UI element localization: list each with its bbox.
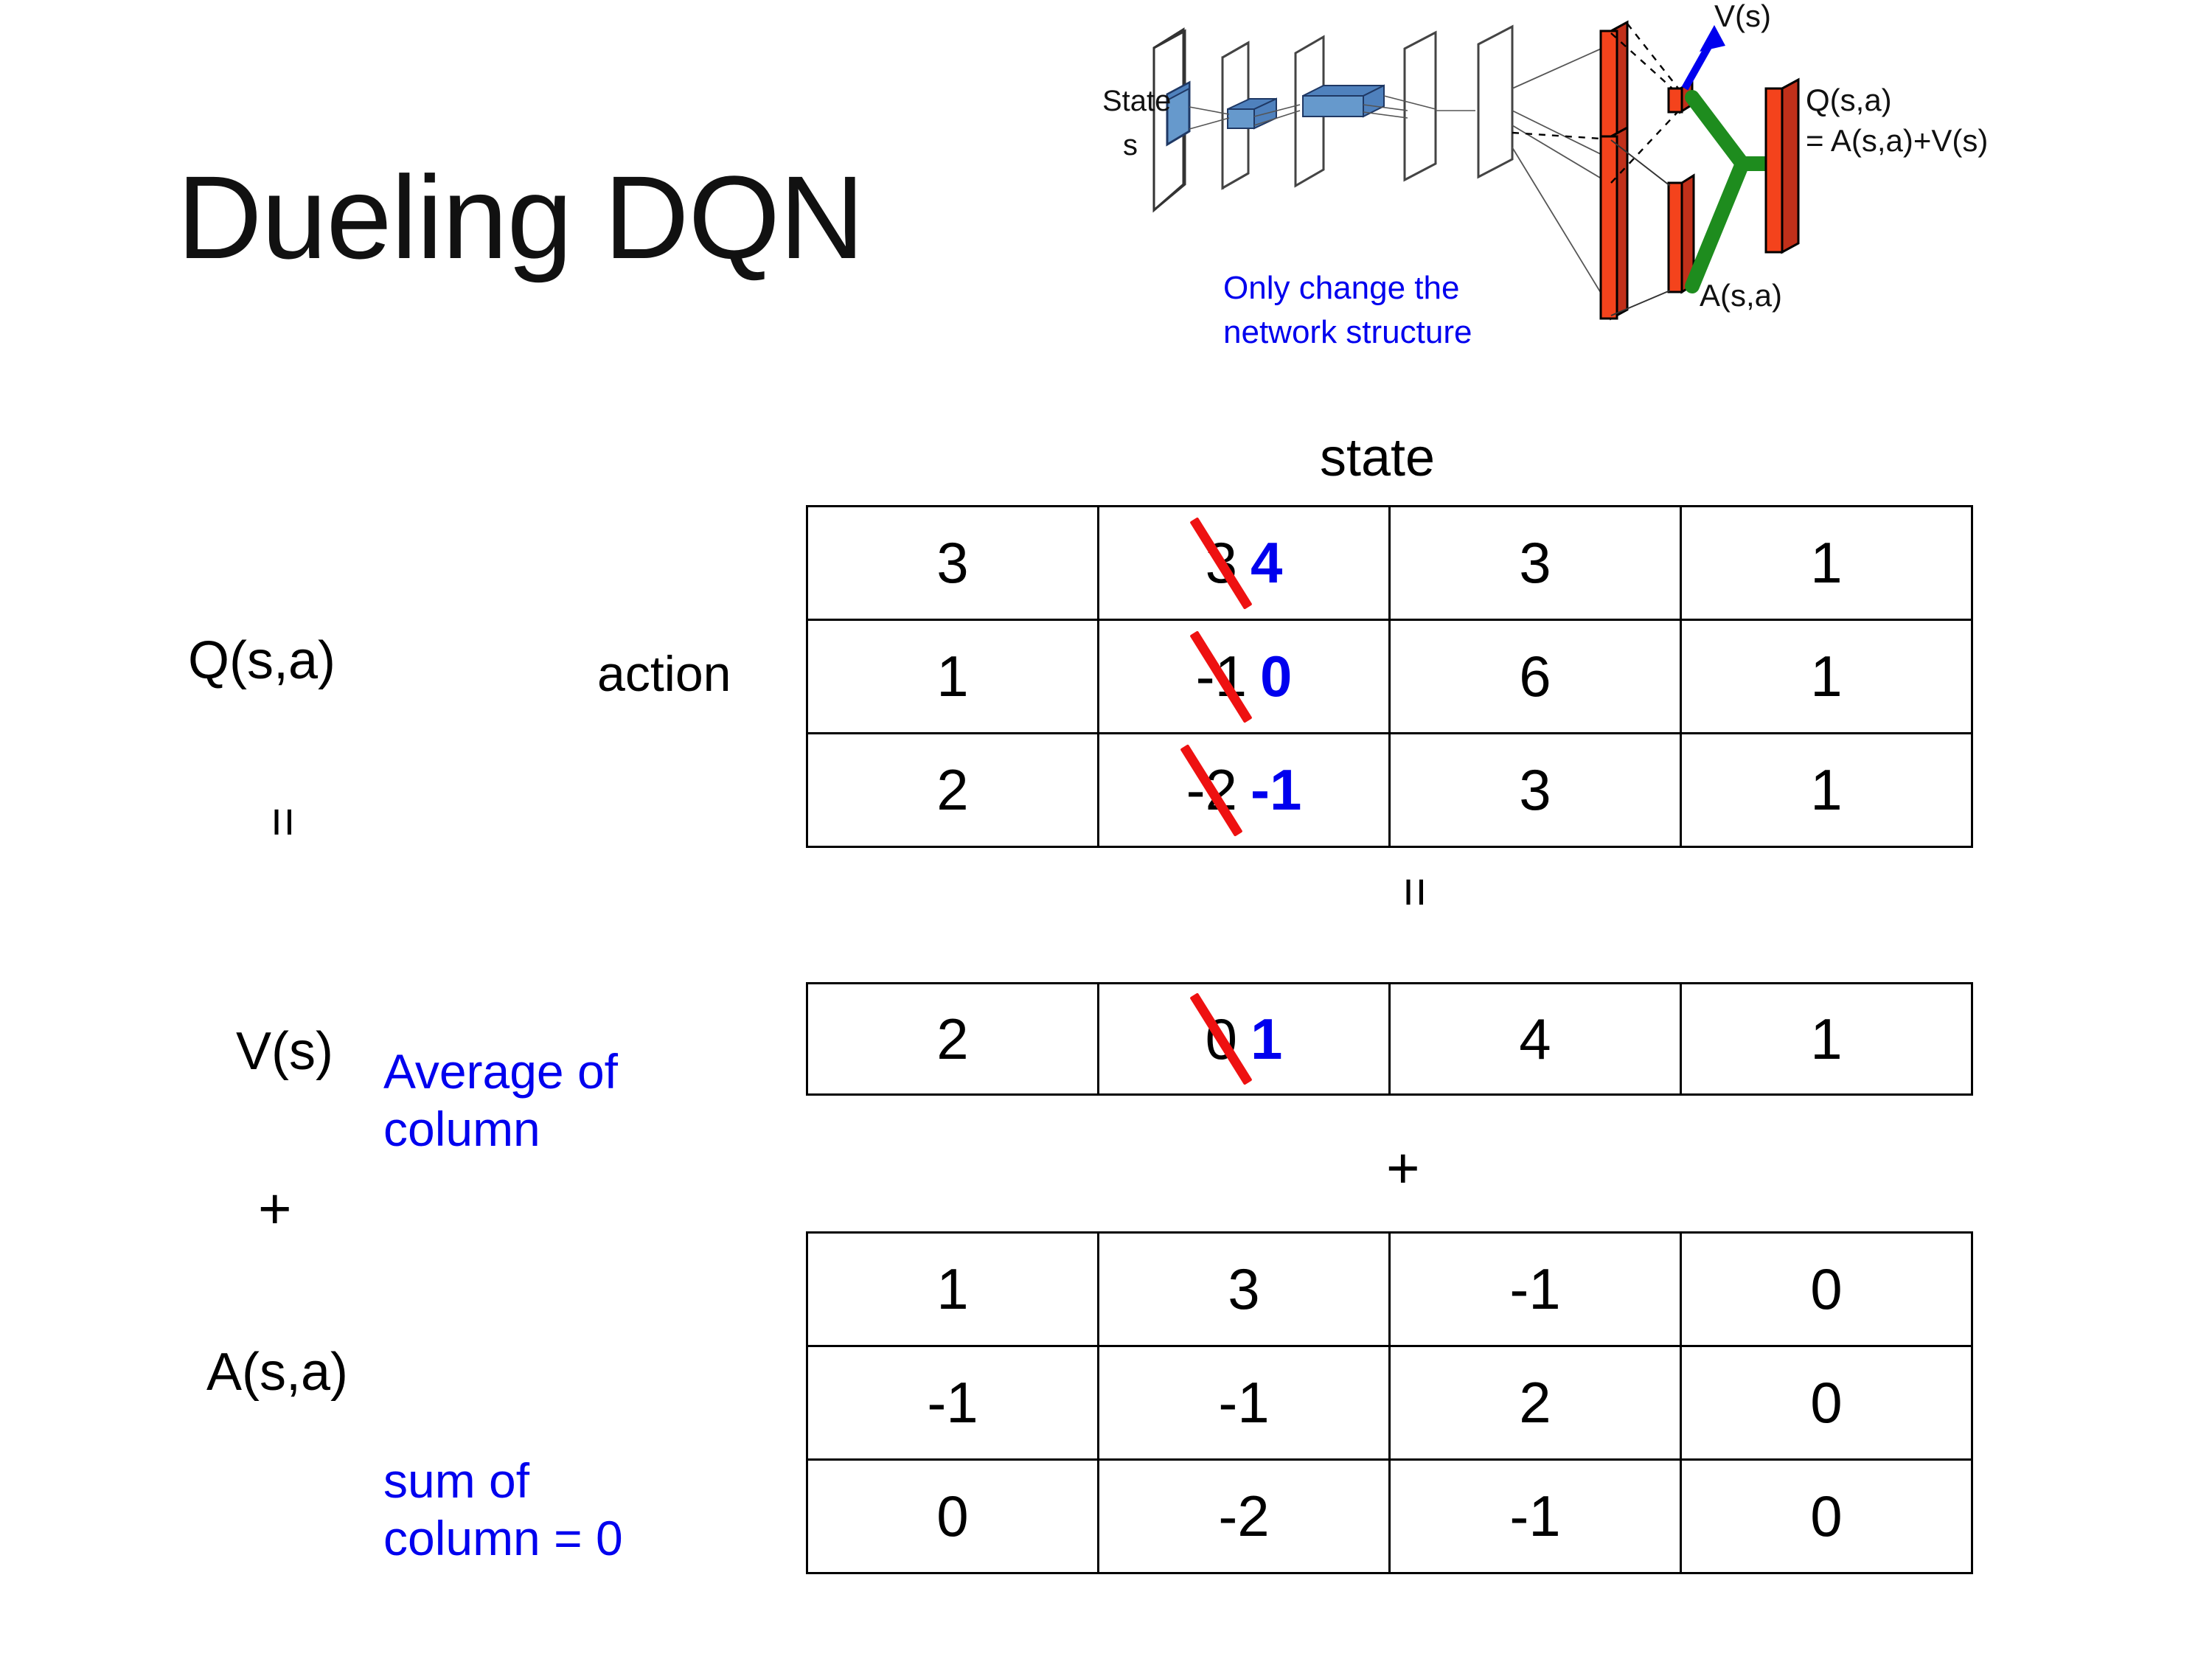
figure-note-line1: Only change the (1223, 270, 1459, 306)
a-cell-r0c3[interactable]: 0 (1680, 1231, 1973, 1347)
strikethrough-mark (1189, 992, 1253, 1085)
v-cell-value: 2 (936, 1006, 969, 1071)
a-cell-value: -1 (1509, 1256, 1561, 1321)
v-cell-new-value: 1 (1251, 1006, 1283, 1071)
a-function-label: A(s,a) (206, 1343, 349, 1402)
a-cell-r2c0[interactable]: 0 (806, 1458, 1099, 1574)
strikethrough-mark (1189, 516, 1253, 610)
a-cell-value: 0 (1810, 1256, 1843, 1321)
a-cell-value: 1 (936, 1256, 969, 1321)
a-cell-value: -1 (927, 1370, 978, 1435)
a-cell-value: 2 (1519, 1370, 1551, 1435)
a-cell-r1c3[interactable]: 0 (1680, 1345, 1973, 1461)
q-cell-value: 3 (936, 530, 969, 595)
q-cell-value: 1 (1810, 644, 1843, 709)
q-cell-r2c3[interactable]: 1 (1680, 732, 1973, 848)
a-cell-value: 3 (1228, 1256, 1260, 1321)
q-cell-old-value: -1 (1189, 630, 1253, 723)
q-cell-value: 1 (1810, 757, 1843, 822)
action-axis-label: action (597, 646, 731, 702)
a-cell-r0c1[interactable]: 3 (1097, 1231, 1391, 1347)
v-cell-value: 4 (1519, 1006, 1551, 1071)
q-function-label: Q(s,a) (188, 631, 336, 690)
v-cell-old-value: 0 (1189, 992, 1253, 1085)
v-cell-value: 1 (1810, 1006, 1843, 1071)
q-cell-r2c1[interactable]: -2-1 (1097, 732, 1391, 848)
q-cell-r1c2[interactable]: 6 (1388, 619, 1682, 734)
q-cell-value: 6 (1519, 644, 1551, 709)
table-row: -1 -1 2 0 (806, 1345, 1973, 1461)
figure-output-label-line1: Q(s,a) (1806, 83, 1892, 117)
strikethrough-mark (1180, 743, 1243, 837)
a-cell-r2c1[interactable]: -2 (1097, 1458, 1391, 1574)
advantage-table: 1 3 -1 0 -1 -1 2 0 0 -2 -1 0 (806, 1231, 1973, 1574)
figure-output-label-line2: = A(s,a)+V(s) (1806, 123, 1988, 158)
a-cell-r2c3[interactable]: 0 (1680, 1458, 1973, 1574)
state-axis-label: state (1320, 428, 1436, 487)
q-cell-r1c3[interactable]: 1 (1680, 619, 1973, 734)
page-title: Dueling DQN (177, 151, 865, 283)
average-of-column-note: Average of column (383, 1044, 619, 1156)
q-cell-r0c3[interactable]: 1 (1680, 505, 1973, 621)
sum-of-column-note: sum of column = 0 (383, 1453, 623, 1565)
v-cell-c3[interactable]: 1 (1680, 982, 1973, 1096)
q-cell-old-value: 3 (1189, 516, 1253, 610)
figure-state-label-line1: State (1102, 85, 1171, 117)
q-cell-value: 1 (936, 644, 969, 709)
v-cell-c2[interactable]: 4 (1388, 982, 1682, 1096)
a-cell-value: -1 (1218, 1370, 1270, 1435)
q-cell-value: 2 (936, 757, 969, 822)
a-cell-r0c0[interactable]: 1 (806, 1231, 1099, 1347)
plus-sign-middle: + (1386, 1135, 1420, 1200)
table-row: 2 -2-1 3 1 (806, 732, 1973, 848)
figure-state-label-line2: s (1123, 129, 1138, 161)
q-cell-old-value: -2 (1180, 743, 1243, 837)
q-cell-value: 3 (1519, 757, 1551, 822)
figure-note-line2: network structure (1223, 314, 1472, 350)
q-cell-new-value: -1 (1251, 757, 1302, 822)
a-cell-r1c1[interactable]: -1 (1097, 1345, 1391, 1461)
table-row: 0 -2 -1 0 (806, 1458, 1973, 1574)
q-cell-r0c2[interactable]: 3 (1388, 505, 1682, 621)
a-cell-r1c2[interactable]: 2 (1388, 1345, 1682, 1461)
strikethrough-mark (1189, 630, 1253, 723)
v-function-label: V(s) (236, 1022, 333, 1081)
q-cell-value: 1 (1810, 530, 1843, 595)
a-cell-value: -2 (1218, 1484, 1270, 1548)
figure-advantage-head-label: A(s,a) (1700, 278, 1782, 313)
a-cell-r1c0[interactable]: -1 (806, 1345, 1099, 1461)
a-cell-r0c2[interactable]: -1 (1388, 1231, 1682, 1347)
v-cell-c0[interactable]: 2 (806, 982, 1099, 1096)
dueling-network-diagram: State s V(s) A(s,a) Q(s,a) = A(s,a)+V(s)… (1102, 0, 2212, 413)
equals-sign-middle: = (1387, 877, 1444, 908)
q-cell-r2c2[interactable]: 3 (1388, 732, 1682, 848)
q-cell-value: 3 (1519, 530, 1551, 595)
q-cell-r2c0[interactable]: 2 (806, 732, 1099, 848)
a-cell-value: 0 (1810, 1370, 1843, 1435)
table-row: 1 3 -1 0 (806, 1231, 1973, 1347)
plus-sign-left: + (258, 1176, 292, 1241)
q-cell-new-value: 4 (1251, 530, 1283, 595)
a-cell-value: 0 (936, 1484, 969, 1548)
q-cell-r1c0[interactable]: 1 (806, 619, 1099, 734)
q-cell-new-value: 0 (1259, 644, 1293, 709)
a-cell-value: 0 (1810, 1484, 1843, 1548)
a-cell-r2c2[interactable]: -1 (1388, 1458, 1682, 1574)
q-cell-r0c0[interactable]: 3 (806, 505, 1099, 621)
figure-value-head-label: V(s) (1714, 0, 1771, 33)
equals-sign-left: = (255, 807, 313, 838)
a-cell-value: -1 (1509, 1484, 1561, 1548)
